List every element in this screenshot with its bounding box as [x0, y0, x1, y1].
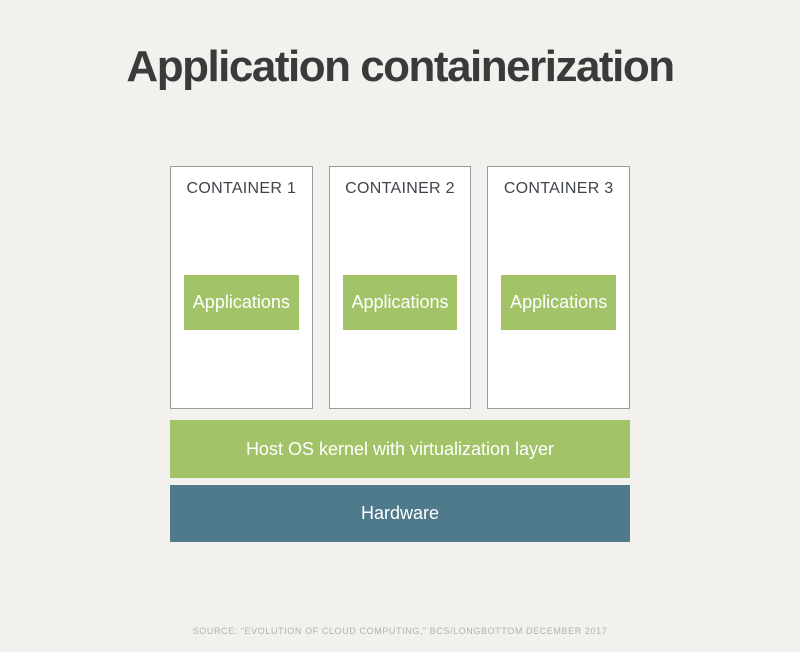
containers-row: CONTAINER 1 Applications CONTAINER 2 App… — [170, 166, 631, 409]
container-2-label: CONTAINER 2 — [345, 180, 455, 197]
container-1-applications-box: Applications — [184, 275, 299, 330]
infographic-page: Application containerization CONTAINER 1… — [0, 42, 800, 652]
container-2-applications-box: Applications — [342, 275, 458, 330]
container-2-box: CONTAINER 2 Applications — [328, 166, 472, 409]
hardware-layer: Hardware — [170, 485, 630, 542]
containerization-diagram: CONTAINER 1 Applications CONTAINER 2 App… — [170, 166, 631, 542]
host-os-kernel-layer: Host OS kernel with virtualization layer — [170, 420, 630, 478]
container-3-applications-box: Applications — [501, 275, 617, 330]
container-3-box: CONTAINER 3 Applications — [487, 166, 631, 409]
container-1-label: CONTAINER 1 — [186, 180, 297, 197]
source-attribution: SOURCE: “EVOLUTION OF CLOUD COMPUTING,” … — [192, 626, 608, 636]
page-title: Application containerization — [126, 42, 675, 91]
container-1-box: CONTAINER 1 Applications — [170, 166, 313, 409]
container-3-label: CONTAINER 3 — [503, 180, 614, 197]
